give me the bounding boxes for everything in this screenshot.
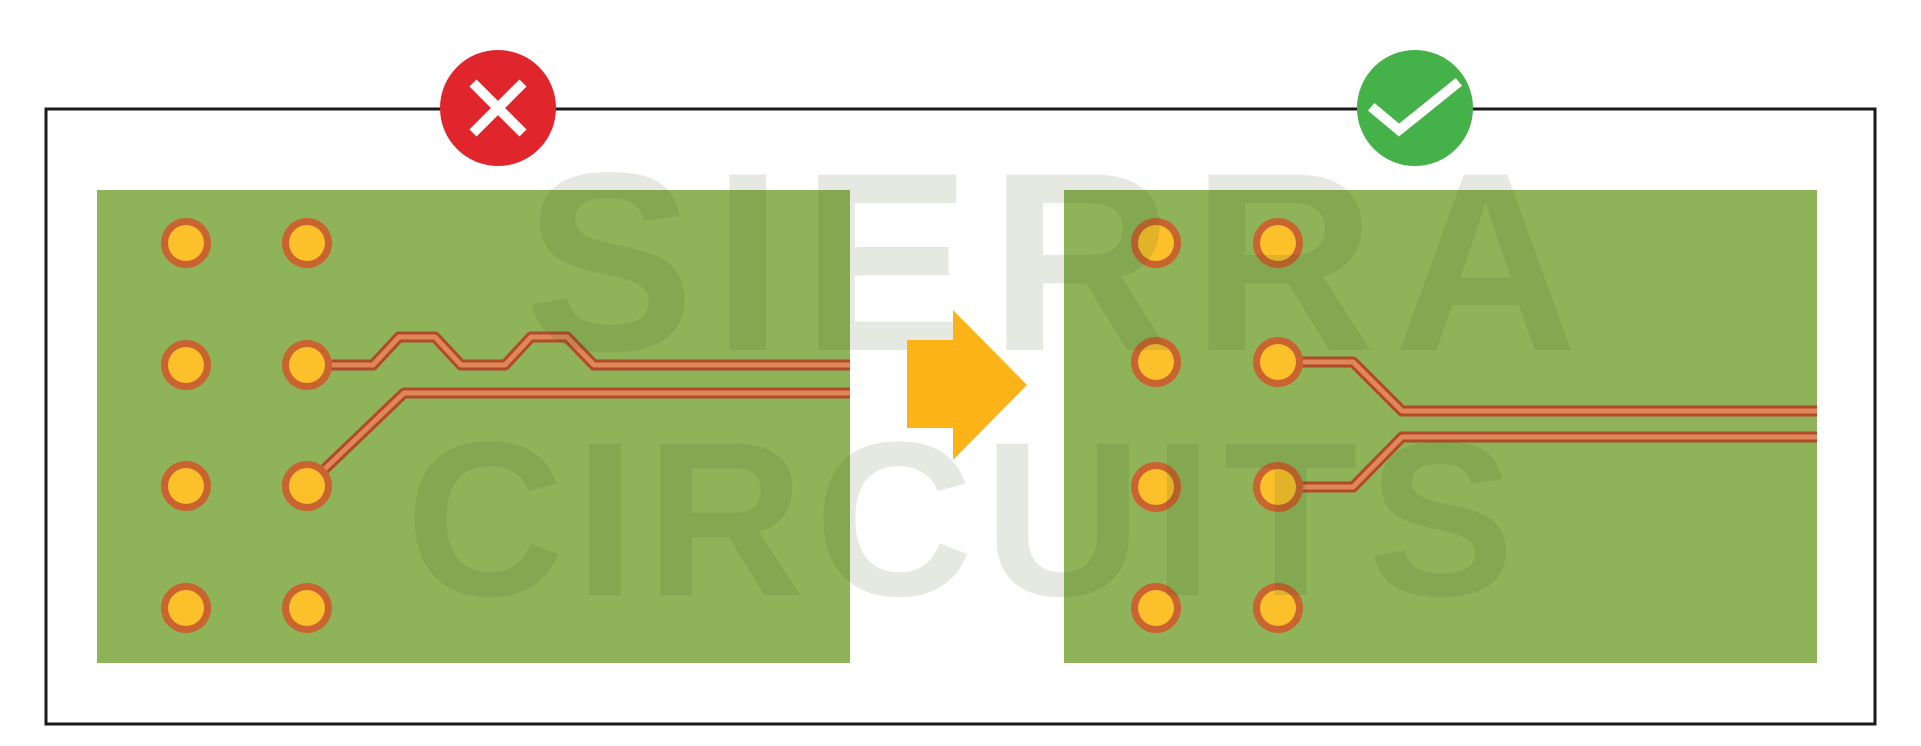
pads-left [161,218,332,633]
checkmark-icon [1357,50,1473,166]
pad [1253,462,1303,512]
watermark-line1: SIERRA [524,120,1595,405]
pad [282,218,332,268]
pad [161,218,211,268]
pad [1253,337,1303,387]
pad [1253,583,1303,633]
correct-routing-board [1064,190,1817,663]
trace-lower-core [1278,434,1817,490]
pad [1253,218,1303,268]
trace-diagonal-core [305,390,850,488]
pads-right [1131,218,1303,633]
pad [1131,462,1181,512]
pad [161,583,211,633]
incorrect-routing-board [97,190,850,663]
trace-serpentine-core [307,334,850,368]
pad [282,583,332,633]
pad [161,340,211,390]
pad [161,461,211,511]
board-right [1064,190,1817,663]
arrow-right-icon [907,310,1027,460]
watermark: SIERRA CIRCUITS [406,120,1595,642]
board-left [97,190,850,663]
traces-left [303,331,850,490]
traces-right [1278,356,1817,493]
x-icon [440,50,556,166]
pad [282,461,332,511]
pad [1131,337,1181,387]
pad [282,340,332,390]
trace-upper-core [1278,359,1817,414]
pad [1131,218,1181,268]
pad [1131,583,1181,633]
